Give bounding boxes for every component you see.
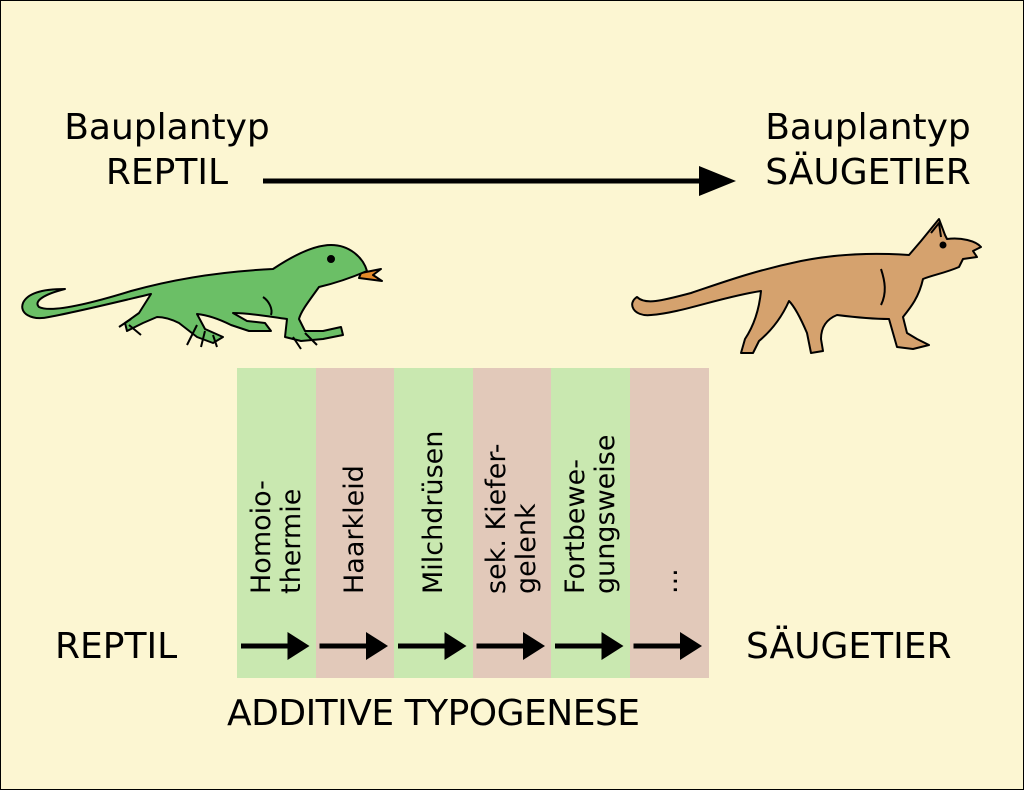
step-column: Milchdrüsen [394, 368, 473, 678]
left-heading-line1: Bauplantyp [64, 107, 270, 148]
right-heading: Bauplantyp SÄUGETIER [743, 105, 993, 195]
diagram-title: ADDITIVE TYPOGENESE [227, 693, 640, 734]
step-arrow [398, 632, 467, 660]
left-heading: Bauplantyp REPTIL [47, 105, 287, 195]
step-column: sek. Kiefer-gelenk [472, 368, 552, 678]
step-arrow [555, 632, 624, 660]
step-arrow [319, 632, 388, 660]
left-heading-line2: REPTIL [105, 152, 229, 193]
mammal-illustration [631, 218, 982, 354]
mammal-body [631, 218, 982, 354]
right-heading-line2: SÄUGETIER [765, 152, 971, 193]
step-arrow [633, 632, 702, 660]
start-label: REPTIL [55, 626, 178, 667]
lizard-tongue [358, 268, 383, 282]
lizard-body [21, 244, 368, 344]
step-arrow [476, 632, 545, 660]
mammal-eye [939, 241, 947, 249]
mammal-ear [930, 222, 942, 238]
end-label: SÄUGETIER [746, 626, 952, 667]
mammal-shoulder-line [880, 268, 886, 306]
step-arrows [241, 632, 702, 660]
step-column: ... [629, 368, 709, 678]
lizard-front-toes [186, 324, 218, 348]
lizard-eye [327, 255, 335, 263]
step-arrow [241, 632, 310, 660]
lizard-illustration [21, 244, 383, 350]
lizard-back-toes [118, 318, 142, 336]
right-heading-line1: Bauplantyp [765, 107, 971, 148]
lizard-leg-line [262, 296, 273, 316]
step-column: Haarkleid [315, 368, 395, 678]
lizard-hind-toes [292, 332, 318, 350]
step-column: Homoio-thermie [237, 368, 316, 678]
top-arrow [263, 166, 736, 196]
step-column: Fortbewe-gungsweise [551, 368, 630, 678]
